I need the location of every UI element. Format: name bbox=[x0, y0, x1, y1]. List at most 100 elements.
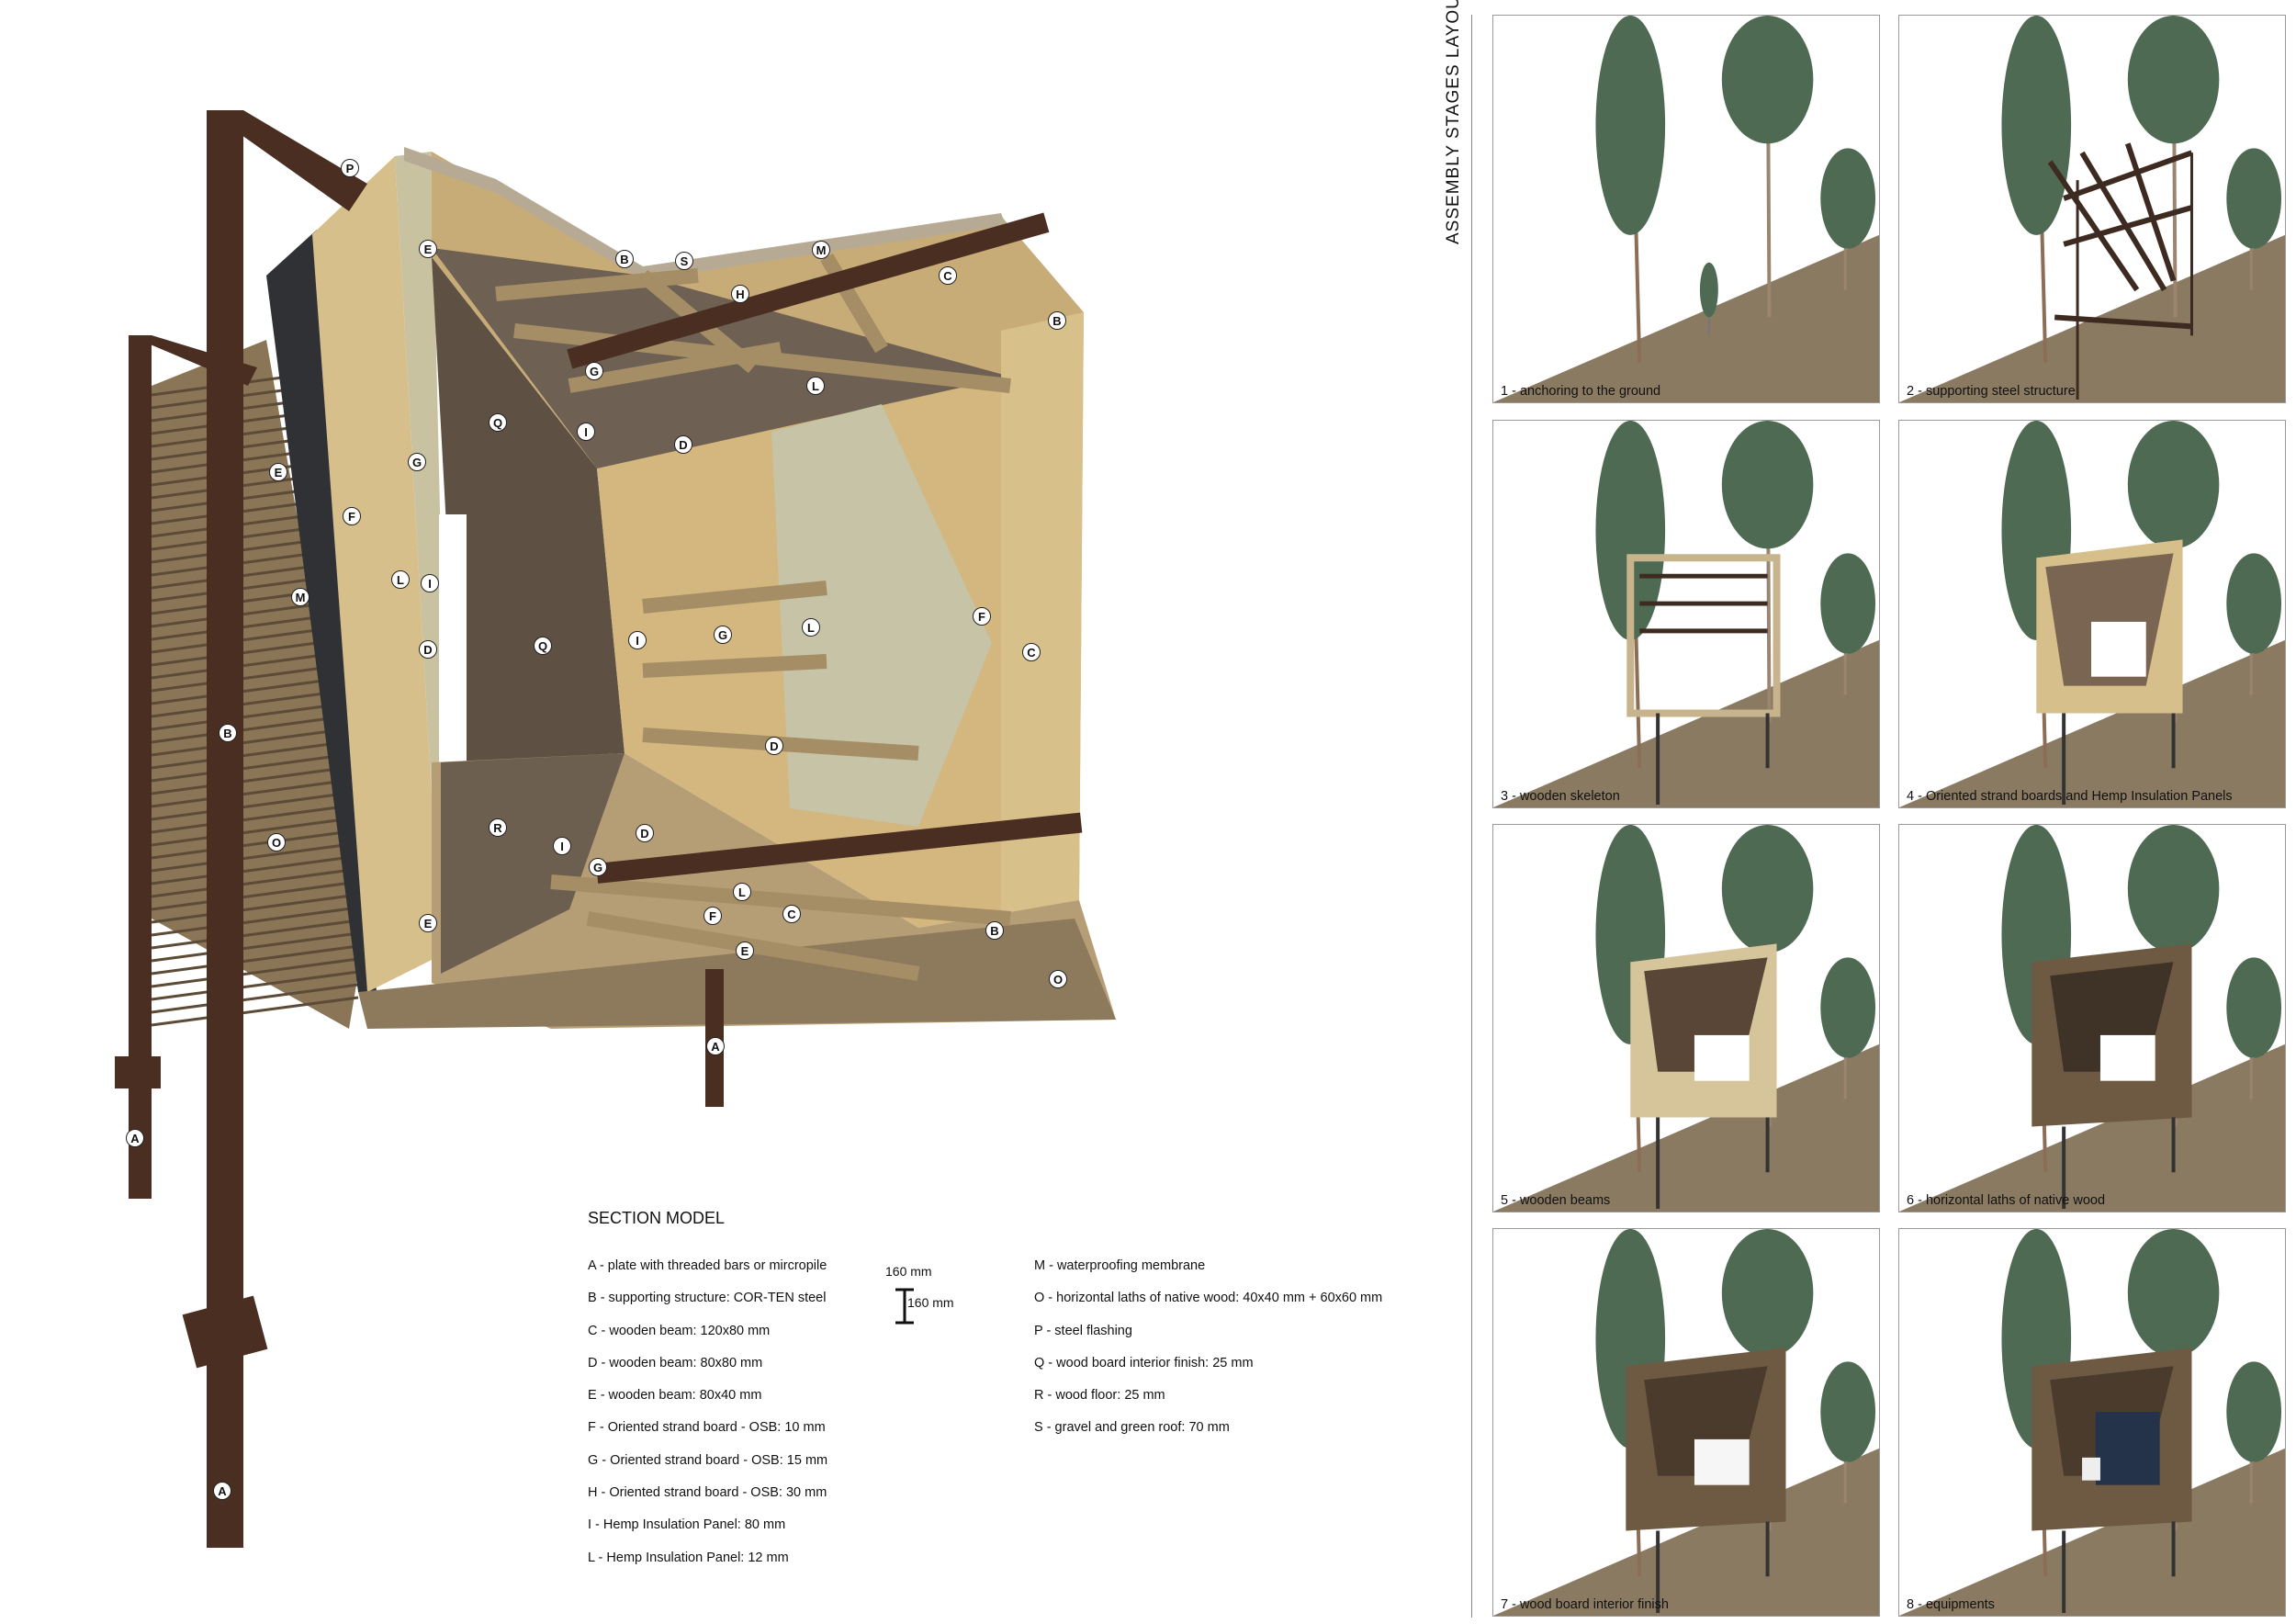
legend-title: SECTION MODEL bbox=[588, 1209, 726, 1227]
marker-i: I bbox=[421, 574, 439, 592]
legend-item: L - Hemp Insulation Panel: 12 mm bbox=[588, 1550, 789, 1565]
marker-f: F bbox=[973, 607, 991, 626]
assembly-stage-8: 8 - equipments bbox=[1898, 1228, 2286, 1617]
marker-e: E bbox=[419, 240, 437, 258]
window-opening bbox=[439, 514, 467, 762]
wooden-beam bbox=[550, 874, 1011, 926]
marker-c: C bbox=[782, 905, 801, 923]
marker-i: I bbox=[628, 631, 647, 649]
marker-o: O bbox=[1049, 970, 1067, 988]
marker-l: L bbox=[806, 377, 825, 395]
steel-column-back bbox=[129, 335, 152, 1199]
marker-e: E bbox=[269, 463, 287, 481]
wooden-beam bbox=[642, 654, 827, 678]
marker-e: E bbox=[736, 942, 754, 960]
marker-l: L bbox=[802, 618, 820, 637]
marker-r: R bbox=[489, 818, 507, 837]
floor-wood bbox=[441, 753, 625, 974]
stage-render bbox=[1899, 825, 2285, 1212]
stage-render bbox=[1493, 1229, 1879, 1616]
legend-item: S - gravel and green roof: 70 mm bbox=[1034, 1420, 1230, 1436]
marker-m: M bbox=[291, 588, 310, 606]
steel-beam-back bbox=[129, 335, 257, 386]
legend-item: E - wooden beam: 80x40 mm bbox=[588, 1388, 762, 1404]
marker-g: G bbox=[714, 626, 732, 644]
marker-l: L bbox=[733, 883, 751, 901]
osb-wall-left bbox=[312, 156, 441, 992]
stage-caption: 5 - wooden beams bbox=[1501, 1193, 1611, 1208]
interior-back-wall bbox=[432, 257, 625, 762]
stage-render bbox=[1493, 16, 1879, 402]
marker-d: D bbox=[636, 824, 654, 842]
assembly-stage-6: 6 - horizontal laths of native wood bbox=[1898, 824, 2286, 1212]
lath bbox=[151, 803, 359, 834]
legend-right-column: M - waterproofing membrane O - horizonta… bbox=[1034, 1258, 1382, 1453]
marker-f: F bbox=[343, 507, 361, 525]
ibeam-dimension: 160 mm 160 mm bbox=[882, 1264, 983, 1337]
stage-render bbox=[1899, 421, 2285, 807]
stage-caption: 6 - horizontal laths of native wood bbox=[1907, 1193, 2106, 1208]
marker-b: B bbox=[615, 250, 634, 268]
marker-p: P bbox=[341, 159, 359, 177]
marker-m: M bbox=[812, 241, 830, 259]
section-model-illustration bbox=[115, 110, 1116, 1548]
marker-b: B bbox=[219, 724, 237, 742]
lath bbox=[151, 944, 359, 976]
legend-item: B - supporting structure: COR-TEN steel bbox=[588, 1291, 827, 1306]
marker-q: Q bbox=[534, 637, 552, 655]
roof-gravel bbox=[404, 147, 1006, 280]
steel-beam-top bbox=[207, 110, 367, 211]
lath bbox=[151, 829, 359, 860]
lath bbox=[151, 854, 359, 885]
marker-a: A bbox=[706, 1037, 725, 1055]
marker-i: I bbox=[553, 837, 571, 855]
lath bbox=[151, 880, 359, 911]
lath bbox=[151, 931, 359, 963]
marker-a: A bbox=[126, 1129, 144, 1147]
assembly-stages-title: ASSEMBLY STAGES LAYOUT bbox=[1438, 0, 1466, 257]
assembly-stage-5: 5 - wooden beams bbox=[1492, 824, 1880, 1212]
stage-render bbox=[1899, 16, 2285, 402]
wooden-beams bbox=[495, 253, 1011, 981]
marker-i: I bbox=[577, 423, 595, 441]
legend-item: C - wooden beam: 120x80 mm bbox=[588, 1323, 771, 1338]
lath bbox=[151, 867, 359, 898]
lath bbox=[151, 970, 359, 1001]
legend-item: A - plate with threaded bars or mircropi… bbox=[588, 1258, 827, 1273]
legend-item: O - horizontal laths of native wood: 40x… bbox=[1034, 1291, 1383, 1306]
assembly-stage-2: 2 - supporting steel structure bbox=[1898, 15, 2286, 403]
steel-beam-roof bbox=[567, 212, 1050, 369]
wooden-beam bbox=[642, 581, 827, 614]
floor-laths bbox=[358, 919, 1116, 1029]
lath bbox=[151, 983, 359, 1014]
assembly-title-text: ASSEMBLY STAGES LAYOUT bbox=[1444, 0, 1463, 244]
stage-caption: 1 - anchoring to the ground bbox=[1501, 384, 1661, 399]
assembly-stage-3: 3 - wooden skeleton bbox=[1492, 420, 1880, 808]
lath bbox=[151, 726, 359, 757]
waterproofing-membrane bbox=[266, 230, 377, 992]
legend-item: I - Hemp Insulation Panel: 80 mm bbox=[588, 1517, 786, 1533]
lath bbox=[151, 996, 359, 1027]
marker-f: F bbox=[703, 907, 722, 925]
ibeam-height-label: 160 mm bbox=[907, 1295, 954, 1310]
divider-line bbox=[1471, 15, 1472, 1618]
legend-item: Q - wood board interior finish: 25 mm bbox=[1034, 1355, 1254, 1370]
lath bbox=[151, 739, 359, 770]
marker-d: D bbox=[765, 737, 783, 755]
lath bbox=[151, 816, 359, 847]
stage-caption: 3 - wooden skeleton bbox=[1501, 789, 1620, 804]
lath bbox=[151, 764, 359, 795]
wall-edge-right bbox=[1001, 312, 1084, 919]
marker-g: G bbox=[408, 453, 426, 471]
hemp-wall-left bbox=[395, 152, 450, 955]
steel-plate-front bbox=[182, 1295, 268, 1369]
ibeam-width-label: 160 mm bbox=[885, 1264, 932, 1279]
marker-e: E bbox=[419, 914, 437, 932]
steel-beam-floor bbox=[595, 812, 1083, 884]
marker-c: C bbox=[939, 266, 957, 285]
stage-caption: 7 - wood board interior finish bbox=[1501, 1597, 1669, 1612]
legend-item: G - Oriented strand board - OSB: 15 mm bbox=[588, 1452, 828, 1468]
marker-g: G bbox=[585, 362, 603, 380]
ibeam-icon bbox=[895, 1288, 914, 1325]
lath bbox=[151, 841, 359, 873]
